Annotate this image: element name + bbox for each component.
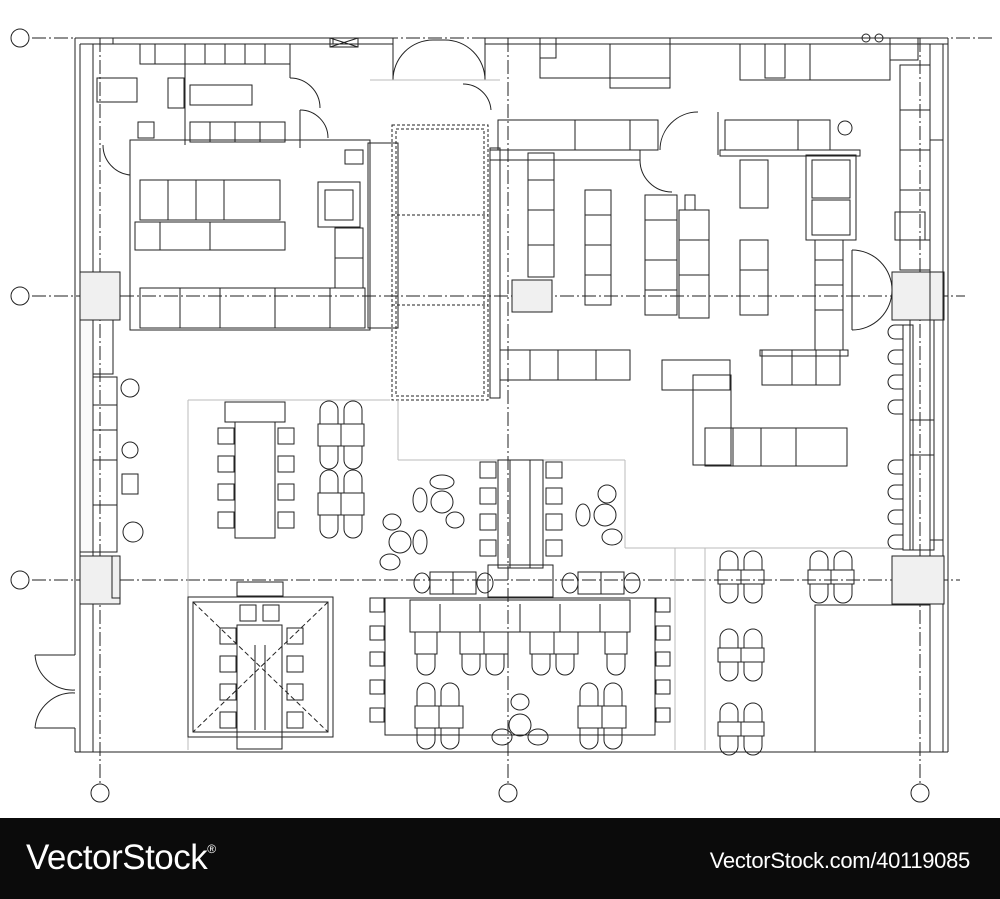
four-top-tables-right [717, 550, 931, 756]
light-partitions [187, 79, 890, 750]
center-bar-table [479, 459, 563, 598]
window-chairs-right [887, 324, 903, 550]
brand-logo: VectorStock® [26, 838, 216, 878]
four-top-tables-center-left [317, 400, 365, 539]
private-dining-room [187, 581, 334, 750]
brand-name: VectorStock [26, 838, 208, 877]
floor-plan-svg [10, 28, 995, 803]
image-id-url: VectorStock.com/40119085 [709, 848, 971, 873]
grid-bubbles [10, 28, 930, 803]
left-wall-display [79, 319, 144, 599]
floor-plan-drawing [10, 28, 995, 803]
brand-registered-mark: ® [207, 842, 216, 856]
entrance-doors [34, 38, 486, 729]
round-tables [379, 474, 623, 746]
footer-bar [0, 818, 1000, 899]
retail-area-top-right [462, 37, 893, 467]
wall-shelving-right [894, 64, 944, 551]
columns [79, 271, 945, 605]
dining-table-long-left [217, 401, 295, 539]
glass-partition [391, 124, 489, 401]
booth-dining-block [369, 571, 671, 750]
room-storage-top-left [96, 43, 399, 331]
